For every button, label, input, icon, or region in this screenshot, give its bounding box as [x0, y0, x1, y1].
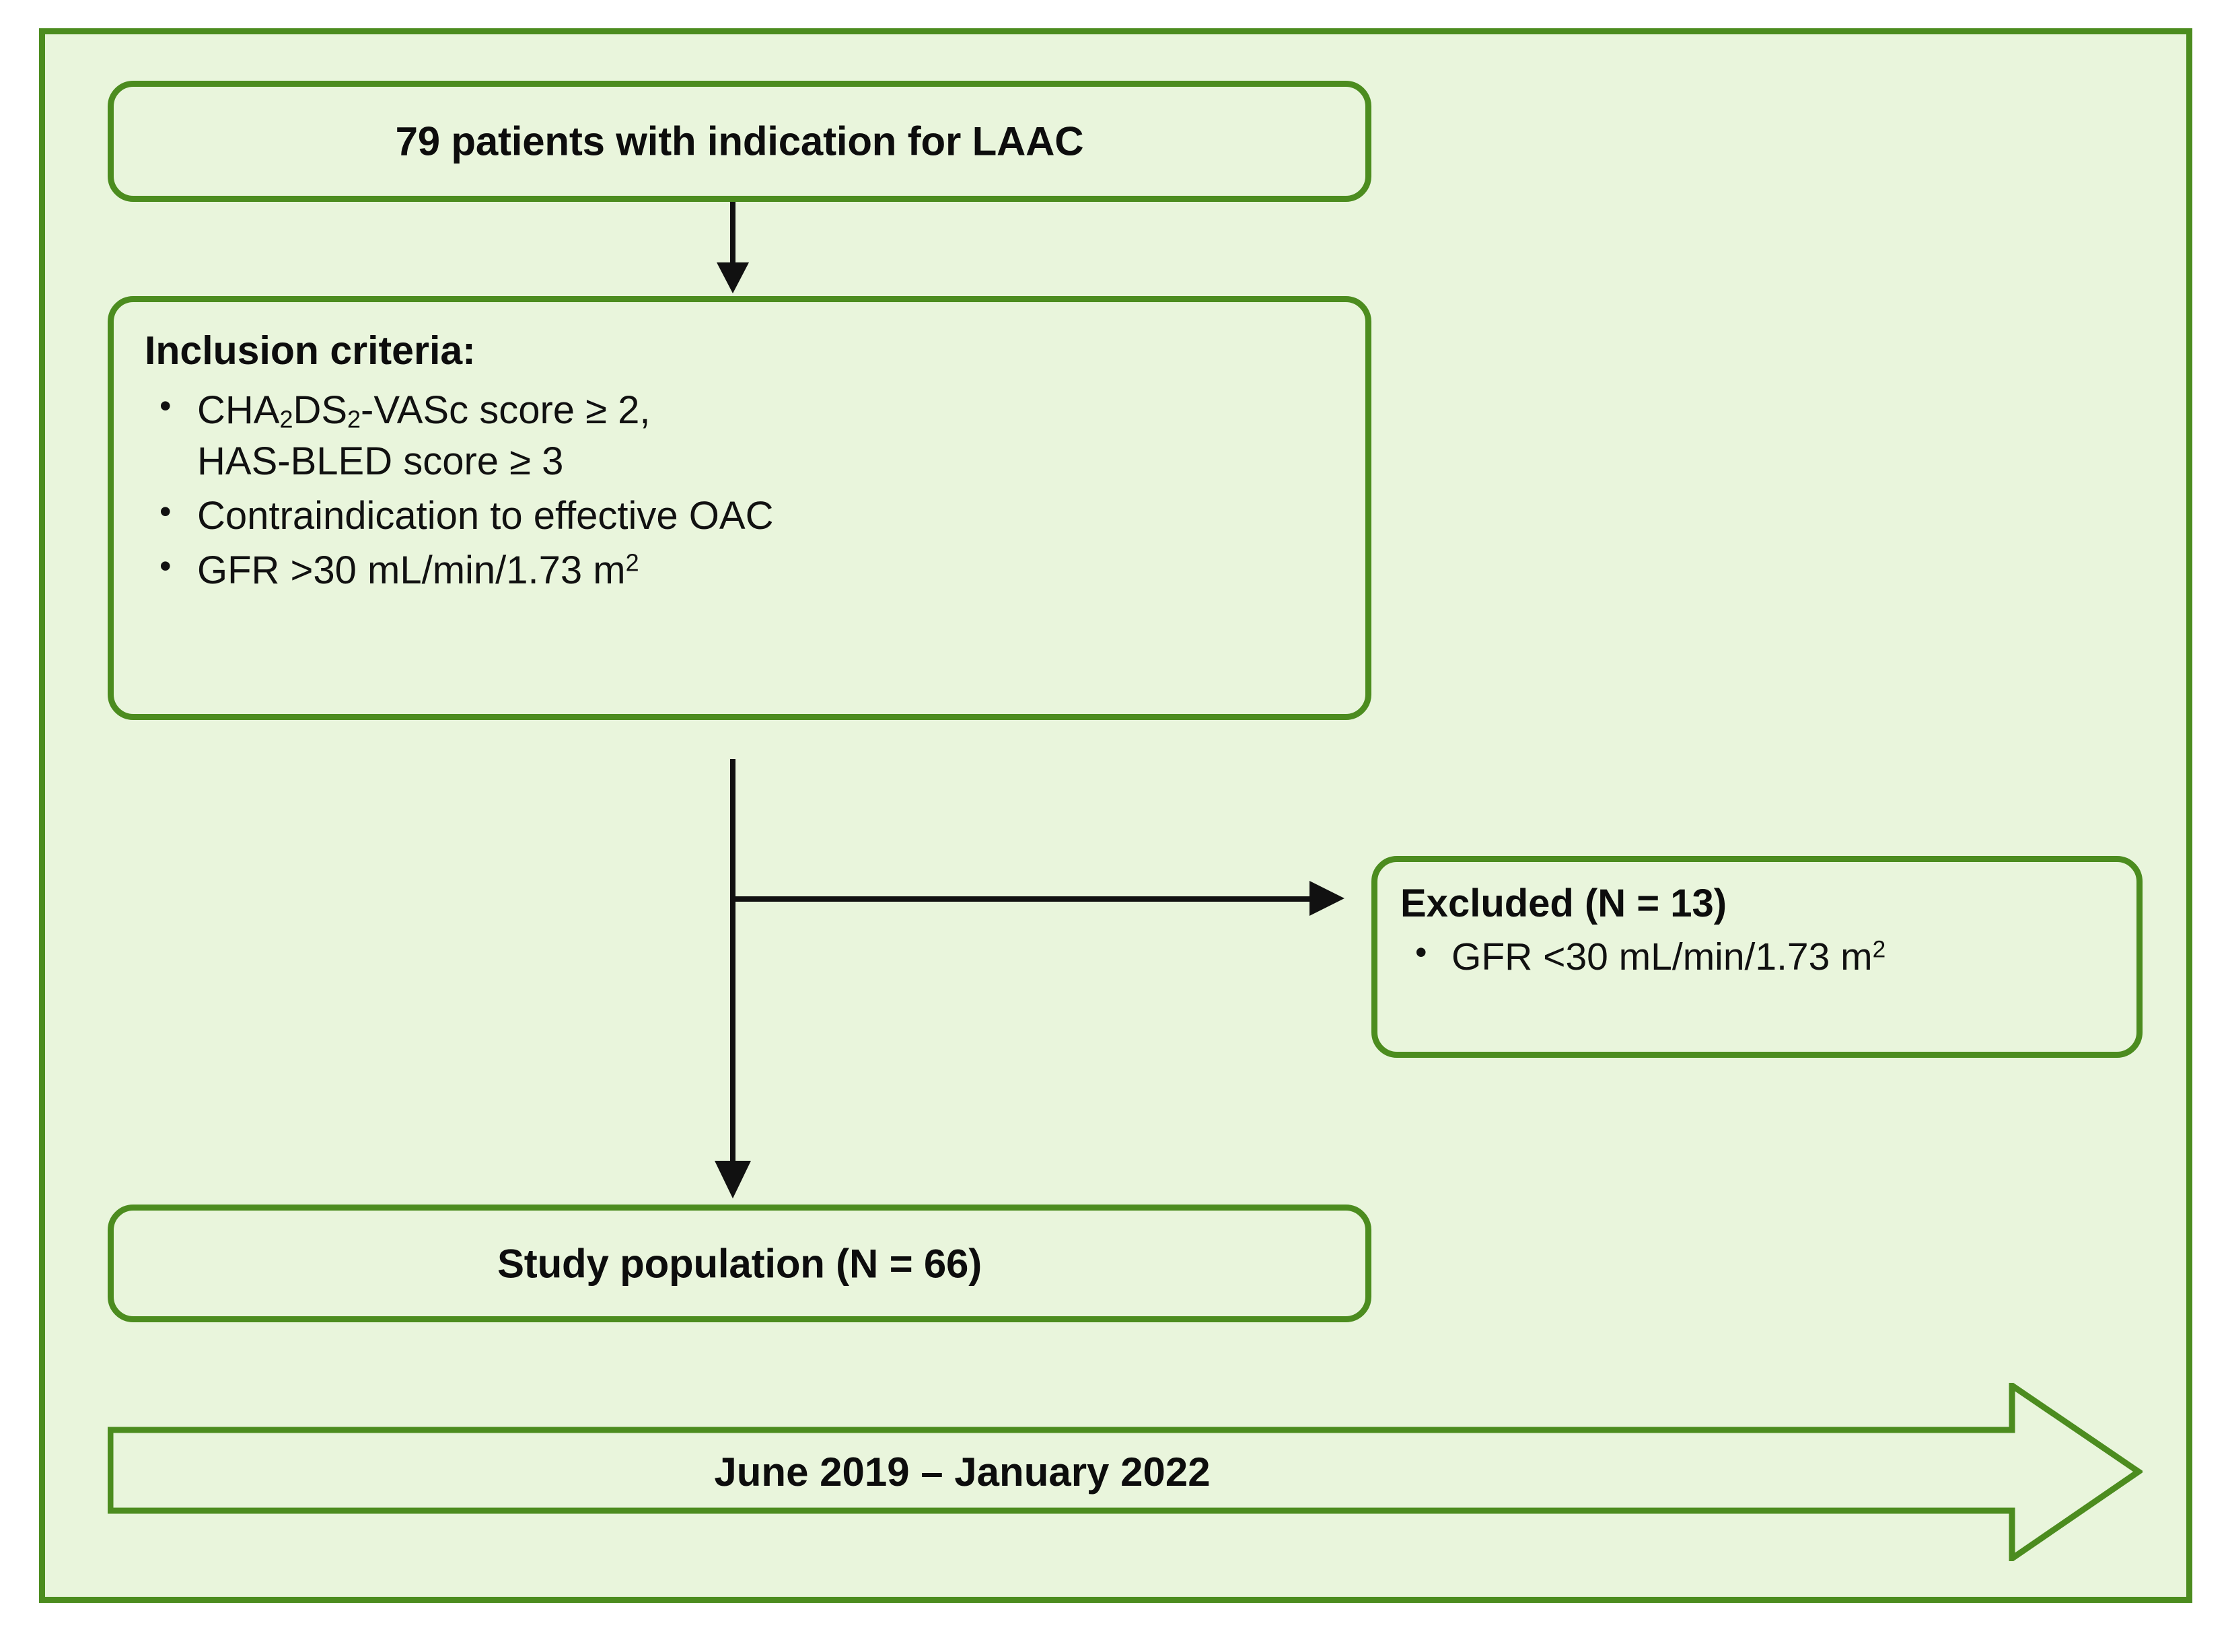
study-population-label: Study population (N = 66) [497, 1241, 982, 1286]
superscript-two-excluded: 2 [1872, 936, 1886, 963]
vasc-score-text: -VASc score ≥ 2, [361, 388, 651, 432]
list-item: GFR <30 mL/min/1.73 m2 [1400, 931, 2119, 982]
connector-line-inclusion-to-study [730, 759, 735, 1168]
excluded-gfr-text: GFR <30 mL/min/1.73 m [1451, 935, 1873, 978]
timeline-arrow-icon [108, 1383, 2143, 1561]
connector-line-to-excluded [733, 896, 1318, 902]
node-excluded: Excluded (N = 13) GFR <30 mL/min/1.73 m2 [1371, 856, 2143, 1058]
list-item: CHA2DS2-VASc score ≥ 2, HAS-BLED score ≥… [145, 384, 1338, 488]
inclusion-criteria-list: CHA2DS2-VASc score ≥ 2, HAS-BLED score ≥… [145, 384, 1338, 597]
superscript-two-inclusion: 2 [625, 548, 639, 576]
connector-line-patients-to-inclusion [730, 202, 735, 269]
excluded-heading: Excluded (N = 13) [1400, 882, 1727, 925]
arrowhead-down-icon [717, 262, 749, 293]
node-inclusion-criteria: Inclusion criteria: CHA2DS2-VASc score ≥… [108, 296, 1371, 720]
timeline-label: June 2019 – January 2022 [714, 1449, 1211, 1495]
subscript-two-first: 2 [279, 405, 293, 433]
node-patients-with-indication: 79 patients with indication for LAAC [108, 81, 1371, 202]
criteria-gfr-text: GFR >30 mL/min/1.73 m [197, 548, 626, 592]
list-item: GFR >30 mL/min/1.73 m2 [145, 544, 1338, 597]
criteria-hasbled-text: HAS-BLED score ≥ 3 [197, 439, 564, 484]
arrowhead-down-icon [715, 1161, 751, 1198]
ds-text: DS [293, 388, 348, 432]
node-study-population: Study population (N = 66) [108, 1205, 1371, 1322]
timeline-arrow-shape [108, 1383, 2143, 1561]
list-item: Contraindication to effective OAC [145, 489, 1338, 542]
arrowhead-right-icon [1309, 881, 1344, 916]
arrow-outline [108, 1383, 2143, 1561]
excluded-reason-list: GFR <30 mL/min/1.73 m2 [1400, 931, 2119, 982]
cha-prefix: CHA [197, 388, 280, 432]
criteria-cha2ds2-text: CHA2DS2-VASc score ≥ 2, [197, 388, 651, 433]
subscript-two-second: 2 [347, 405, 361, 433]
diagram-outer-frame [39, 28, 2192, 1603]
inclusion-criteria-heading: Inclusion criteria: [145, 328, 476, 373]
node-patients-label: 79 patients with indication for LAAC [395, 118, 1084, 164]
